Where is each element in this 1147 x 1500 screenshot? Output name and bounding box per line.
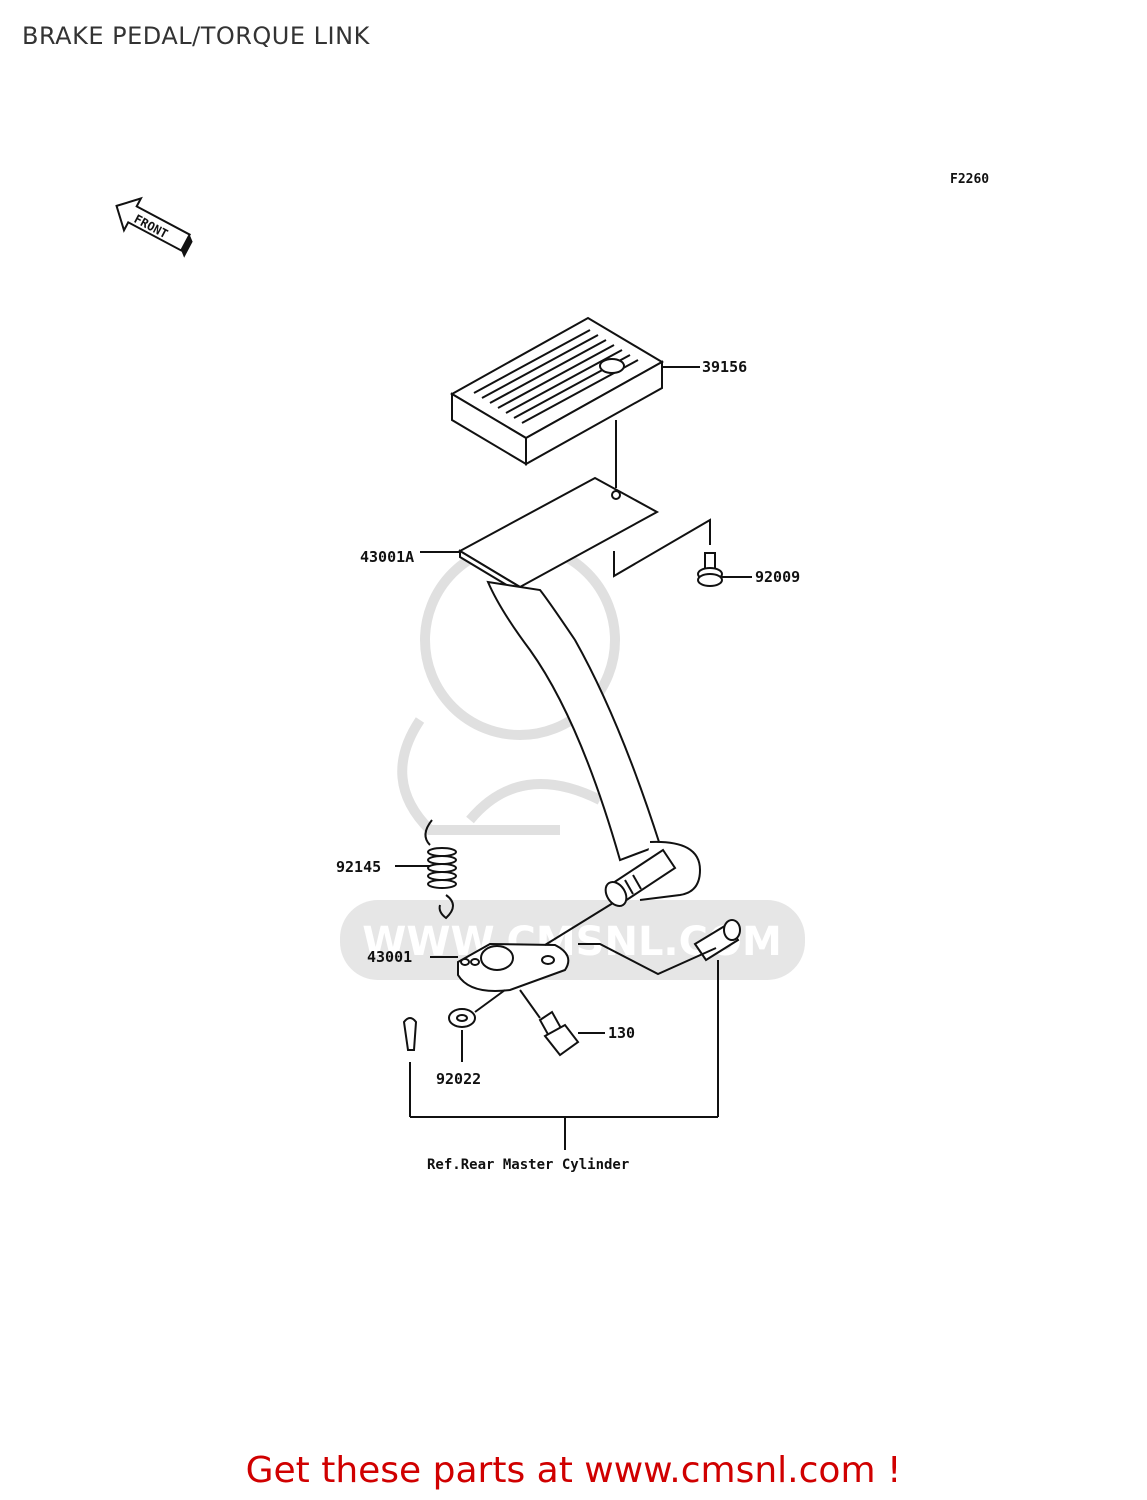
rubber-pad-39156 [449, 316, 665, 466]
link-43001 [457, 942, 570, 992]
bolt-92009 [697, 552, 723, 587]
reference-note: Ref.Rear Master Cylinder [427, 1157, 629, 1173]
part-label-130: 130 [608, 1024, 635, 1042]
part-label-43001: 43001 [367, 948, 412, 966]
cotter-pin [402, 1017, 418, 1051]
pedal-shaft [604, 848, 677, 907]
reference-bracket [409, 960, 719, 1150]
bolt-130 [538, 1010, 580, 1057]
promo-link[interactable]: Get these parts at www.cmsnl.com ! [245, 1450, 902, 1491]
front-arrow-icon: FRONT [115, 196, 193, 258]
page-title: BRAKE PEDAL/TORQUE LINK [22, 22, 370, 50]
washer-92022 [448, 1008, 476, 1028]
return-spring-92145 [424, 819, 457, 920]
figure-code: F2260 [950, 172, 990, 187]
part-label-92022: 92022 [436, 1070, 481, 1088]
part-label-39156: 39156 [702, 358, 747, 376]
pedal-plate-43001A [457, 476, 702, 901]
part-label-92145: 92145 [336, 858, 381, 876]
clevis-pin [693, 919, 741, 962]
part-label-92009: 92009 [755, 568, 800, 586]
part-label-43001A: 43001A [360, 548, 414, 566]
